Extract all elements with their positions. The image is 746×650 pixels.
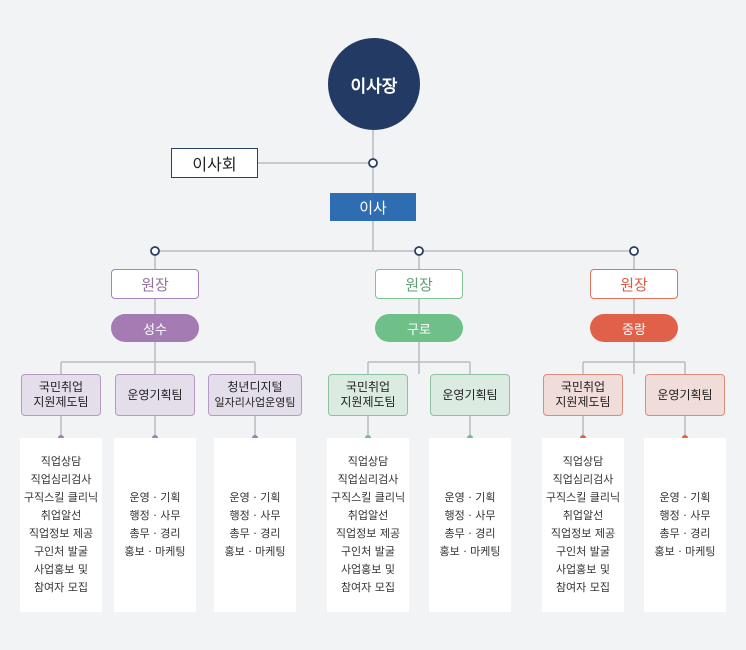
duty-item: 총무 · 경리 — [444, 527, 496, 540]
duty-item: 직업정보 제공 — [550, 527, 616, 540]
junction-node — [150, 246, 160, 256]
duty-list: 운영 · 기획 행정 · 사무 총무 · 경리 홍보 · 마케팅 — [429, 438, 511, 612]
duty-item: 홍보 · 마케팅 — [224, 545, 286, 558]
duty-item: 사업홍보 및 — [555, 563, 611, 576]
duty-item: 운영 · 기획 — [659, 491, 711, 504]
center-name: 성수 — [111, 314, 199, 342]
duty-item: 구직스킬 클리닉 — [330, 491, 406, 504]
junction-node — [629, 246, 639, 256]
duty-item: 총무 · 경리 — [229, 527, 281, 540]
duty-item: 참여자 모집 — [555, 581, 611, 594]
center-head: 원장 — [375, 269, 463, 299]
duty-item: 직업상담 — [40, 455, 82, 468]
duty-item: 홍보 · 마케팅 — [439, 545, 501, 558]
team-box: 운영기획팀 — [115, 374, 195, 416]
team-box: 운영기획팀 — [430, 374, 510, 416]
duty-item: 직업심리검사 — [30, 473, 92, 486]
team-name-line1: 국민취업 — [560, 380, 606, 394]
junction-node — [414, 246, 424, 256]
duty-list: 운영 · 기획 행정 · 사무 총무 · 경리 홍보 · 마케팅 — [114, 438, 196, 612]
team-box: 국민취업 지원제도팀 — [543, 374, 623, 416]
duty-item: 운영 · 기획 — [129, 491, 181, 504]
team-box: 국민취업 지원제도팀 — [21, 374, 101, 416]
junction-node — [368, 158, 378, 168]
team-box: 운영기획팀 — [645, 374, 725, 416]
duty-item: 직업정보 제공 — [28, 527, 94, 540]
duty-item: 홍보 · 마케팅 — [124, 545, 186, 558]
duty-item: 구직스킬 클리닉 — [545, 491, 621, 504]
duty-list: 운영 · 기획 행정 · 사무 총무 · 경리 홍보 · 마케팅 — [644, 438, 726, 612]
duty-item: 직업상담 — [347, 455, 389, 468]
team-name-line1: 국민취업 — [38, 380, 84, 394]
duty-item: 직업심리검사 — [552, 473, 614, 486]
team-name-line2: 지원제도팀 — [340, 395, 396, 409]
duty-list: 직업상담 직업심리검사 구직스킬 클리닉 취업알선 직업정보 제공 구인처 발굴… — [20, 438, 102, 612]
duty-item: 구인처 발굴 — [33, 545, 89, 558]
duty-list: 직업상담 직업심리검사 구직스킬 클리닉 취업알선 직업정보 제공 구인처 발굴… — [327, 438, 409, 612]
duty-item: 직업정보 제공 — [335, 527, 401, 540]
duty-item: 직업상담 — [562, 455, 604, 468]
center-head: 원장 — [590, 269, 678, 299]
duty-item: 사업홍보 및 — [340, 563, 396, 576]
duty-item: 운영 · 기획 — [229, 491, 281, 504]
director-node: 이사 — [330, 193, 416, 221]
duty-item: 구직스킬 클리닉 — [23, 491, 99, 504]
duty-item: 직업심리검사 — [337, 473, 399, 486]
duty-item: 참여자 모집 — [33, 581, 89, 594]
center-name: 구로 — [375, 314, 463, 342]
duty-item: 참여자 모집 — [340, 581, 396, 594]
chairman-node: 이사장 — [328, 38, 420, 130]
board-node: 이사회 — [171, 148, 258, 178]
duty-item: 운영 · 기획 — [444, 491, 496, 504]
duty-item: 홍보 · 마케팅 — [654, 545, 716, 558]
duty-item: 취업알선 — [347, 509, 389, 522]
duty-item: 행정 · 사무 — [129, 509, 181, 522]
duty-item: 사업홍보 및 — [33, 563, 89, 576]
duty-item: 구인처 발굴 — [340, 545, 396, 558]
team-name-line1: 운영기획팀 — [442, 387, 498, 402]
team-name-line2: 일자리사업운영팀 — [214, 396, 296, 409]
team-name-line1: 운영기획팀 — [127, 387, 183, 402]
team-name-line2: 지원제도팀 — [555, 395, 611, 409]
duty-item: 행정 · 사무 — [229, 509, 281, 522]
duty-list: 운영 · 기획 행정 · 사무 총무 · 경리 홍보 · 마케팅 — [214, 438, 296, 612]
duty-item: 총무 · 경리 — [129, 527, 181, 540]
team-box: 국민취업 지원제도팀 — [328, 374, 408, 416]
duty-item: 행정 · 사무 — [659, 509, 711, 522]
duty-list: 직업상담 직업심리검사 구직스킬 클리닉 취업알선 직업정보 제공 구인처 발굴… — [542, 438, 624, 612]
team-box: 청년디지털 일자리사업운영팀 — [208, 374, 302, 416]
duty-item: 취업알선 — [40, 509, 82, 522]
duty-item: 구인처 발굴 — [555, 545, 611, 558]
duty-item: 행정 · 사무 — [444, 509, 496, 522]
center-head: 원장 — [111, 269, 199, 299]
team-name-line2: 지원제도팀 — [33, 395, 89, 409]
duty-item: 취업알선 — [562, 509, 604, 522]
team-name-line1: 청년디지털 — [227, 380, 283, 394]
team-name-line1: 운영기획팀 — [657, 387, 713, 402]
center-name: 중랑 — [590, 314, 678, 342]
duty-item: 총무 · 경리 — [659, 527, 711, 540]
team-name-line1: 국민취업 — [345, 380, 391, 394]
